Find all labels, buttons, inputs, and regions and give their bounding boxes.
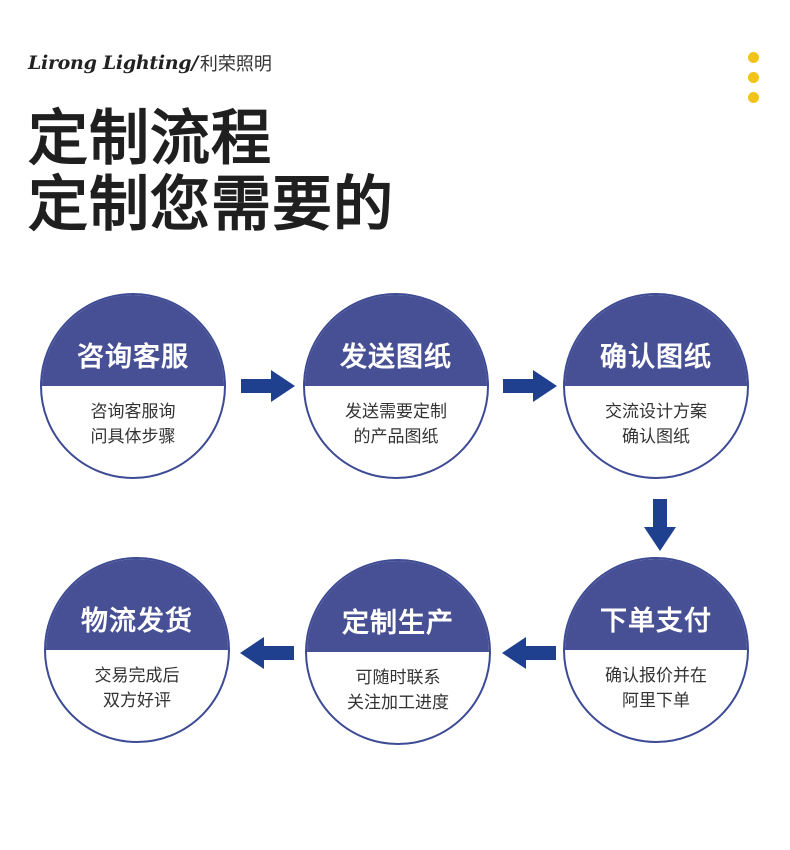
step-description: 可随时联系 关注加工进度 (307, 656, 489, 716)
step-header: 发送图纸 (305, 295, 487, 386)
arrow-left-icon (240, 637, 294, 669)
yellow-dot-icon (748, 92, 759, 103)
step-description-line: 咨询客服询 (90, 401, 176, 422)
arrow-right-icon (241, 370, 295, 402)
step-circle-shipping: 物流发货 交易完成后 双方好评 (44, 557, 230, 743)
step-description-line: 确认报价并在 (605, 665, 707, 686)
step-header: 下单支付 (565, 559, 747, 650)
step-description: 交易完成后 双方好评 (46, 654, 228, 714)
arrow-down-icon (644, 499, 676, 551)
step-circle-confirm-drawings: 确认图纸 交流设计方案 确认图纸 (563, 293, 749, 479)
headline-line-2: 定制您需要的 (28, 170, 394, 240)
step-description-line: 可随时联系 (355, 667, 441, 688)
step-description: 发送需要定制 的产品图纸 (305, 390, 487, 450)
brand-name-cn: 利荣照明 (199, 54, 272, 75)
step-description-line: 双方好评 (103, 690, 171, 711)
step-description-line: 的产品图纸 (353, 426, 439, 447)
yellow-dot-icon (748, 52, 759, 63)
step-title: 发送图纸 (340, 342, 452, 373)
step-description-line: 关注加工进度 (347, 692, 449, 713)
brand-name-en: Lirong Lighting/ (28, 52, 198, 74)
decorative-dots (748, 52, 760, 112)
step-description-line: 发送需要定制 (345, 401, 447, 422)
step-title: 咨询客服 (77, 342, 189, 373)
yellow-dot-icon (748, 72, 759, 83)
step-circle-order-payment: 下单支付 确认报价并在 阿里下单 (563, 557, 749, 743)
step-title: 物流发货 (81, 606, 193, 637)
step-title: 定制生产 (342, 608, 454, 639)
step-description-line: 交流设计方案 (605, 401, 707, 422)
step-description-line: 阿里下单 (622, 690, 690, 711)
step-header: 咨询客服 (42, 295, 224, 386)
step-description-line: 确认图纸 (622, 426, 690, 447)
step-header: 确认图纸 (565, 295, 747, 386)
step-description: 确认报价并在 阿里下单 (565, 654, 747, 714)
step-description: 交流设计方案 确认图纸 (565, 390, 747, 450)
arrow-right-icon (503, 370, 557, 402)
arrow-left-icon (502, 637, 556, 669)
step-header: 定制生产 (307, 561, 489, 652)
step-circle-production: 定制生产 可随时联系 关注加工进度 (305, 559, 491, 745)
step-circle-consult: 咨询客服 咨询客服询 问具体步骤 (40, 293, 226, 479)
step-description: 咨询客服询 问具体步骤 (42, 390, 224, 450)
step-header: 物流发货 (46, 559, 228, 650)
step-description-line: 交易完成后 (94, 665, 180, 686)
step-circle-send-drawings: 发送图纸 发送需要定制 的产品图纸 (303, 293, 489, 479)
headline-line-1: 定制流程 (28, 104, 272, 174)
step-description-line: 问具体步骤 (90, 426, 176, 447)
step-title: 确认图纸 (600, 342, 712, 373)
brand-logo: Lirong Lighting/ 利荣照明 (28, 50, 272, 76)
step-title: 下单支付 (600, 606, 712, 637)
